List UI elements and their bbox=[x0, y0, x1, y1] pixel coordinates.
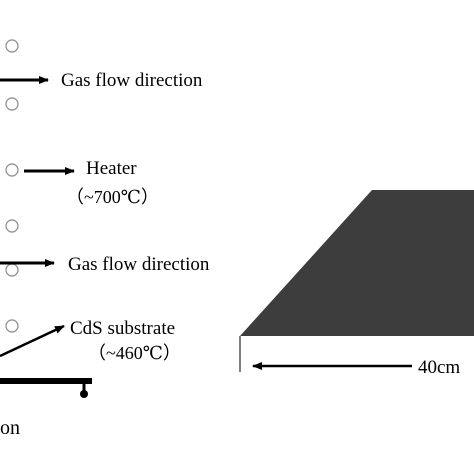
heater-circle-1 bbox=[5, 39, 19, 53]
heater-circle-6 bbox=[5, 319, 19, 333]
furnace-block bbox=[240, 190, 474, 336]
substrate-arrow bbox=[0, 324, 65, 358]
heater-circle-2 bbox=[5, 97, 19, 111]
bottom-partial-label: on bbox=[0, 417, 20, 439]
gas-flow-top-label: Gas flow direction bbox=[61, 70, 203, 91]
heater-circle-4 bbox=[5, 219, 19, 233]
gas-flow-bottom-label: Gas flow direction bbox=[68, 254, 210, 275]
length-label: 40cm bbox=[418, 357, 460, 378]
substrate-temp-label: （~460℃） bbox=[88, 343, 181, 363]
heater-circle-3 bbox=[5, 163, 19, 177]
heater-temp-label: （~700℃） bbox=[66, 187, 159, 207]
substrate-label: CdS substrate bbox=[70, 318, 175, 339]
sample-cart-wheel bbox=[80, 390, 88, 398]
heater-circle-5 bbox=[5, 263, 19, 277]
heater-label: Heater bbox=[86, 158, 137, 179]
